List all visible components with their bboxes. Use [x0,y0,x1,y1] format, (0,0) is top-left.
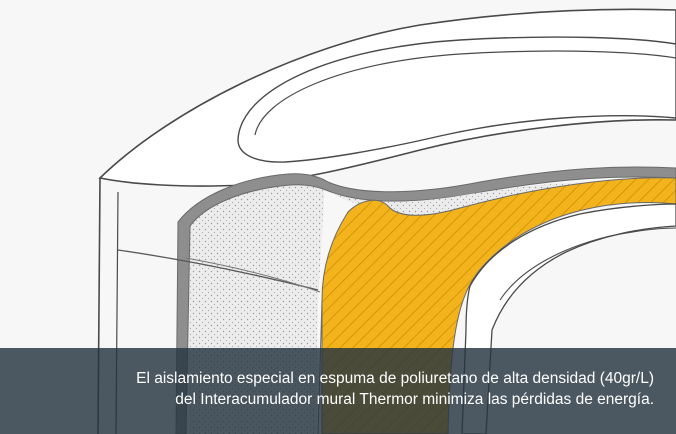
tank-inner-rim [237,36,676,163]
inner-tank-line [499,227,676,301]
caption-text: El aislamiento especial en espuma de pol… [22,368,654,410]
caption-line-1: El aislamiento especial en espuma de pol… [136,370,654,387]
caption-line-2: del Interacumulador mural Thermor minimi… [175,391,654,408]
tank-inner-rim-edge [254,50,676,136]
shell-ring-line [117,249,319,291]
casing-band [175,166,676,434]
caption-bar: El aislamiento especial en espuma de pol… [0,348,676,434]
shell-ring-line-2 [185,257,321,293]
